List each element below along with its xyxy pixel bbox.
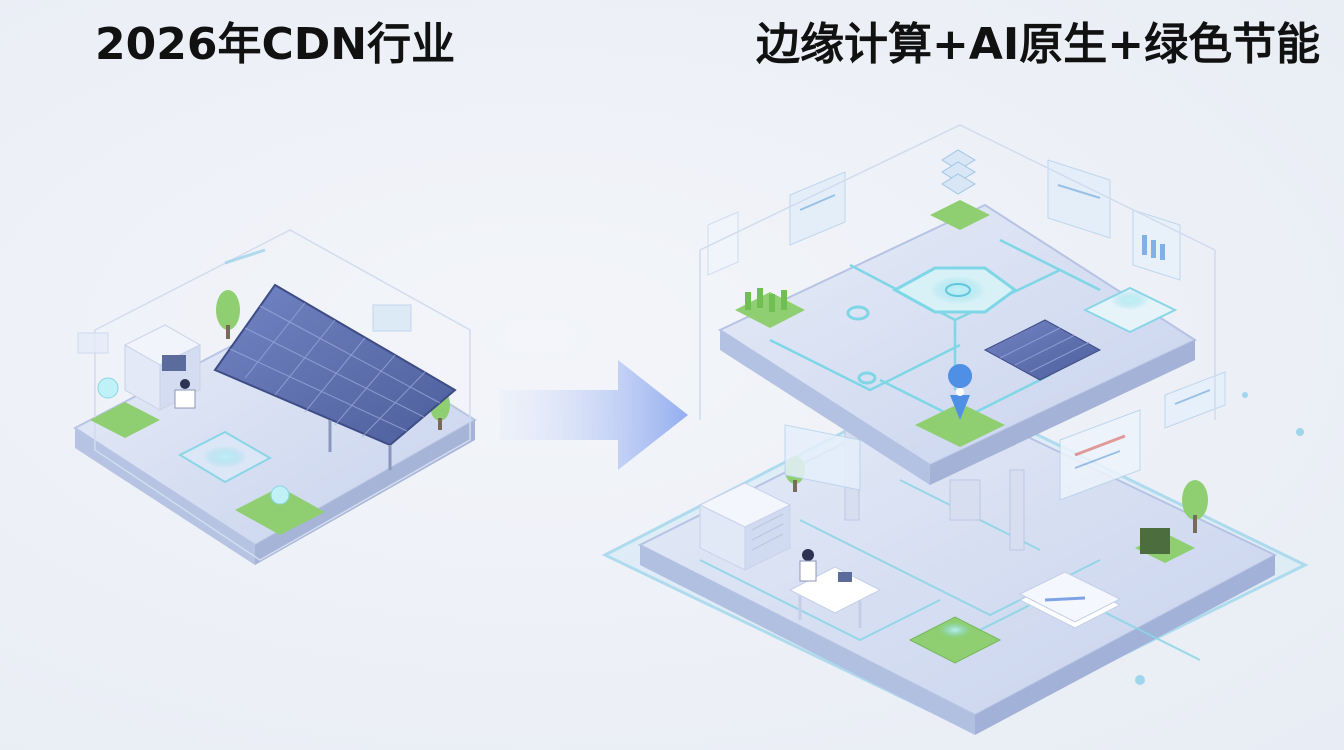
sparkle-dots bbox=[1135, 392, 1304, 685]
left-glow-pad bbox=[177, 430, 273, 484]
solar-panel bbox=[213, 283, 457, 470]
upper-green-grove bbox=[735, 288, 805, 328]
left-server-rack bbox=[123, 324, 202, 411]
upper-glow-disc bbox=[1082, 286, 1178, 334]
central-ai-hub bbox=[891, 266, 1018, 314]
lower-document-stack bbox=[1018, 571, 1122, 629]
left-grass-patches bbox=[90, 377, 325, 535]
left-heading: 2026年CDN行业 bbox=[95, 19, 456, 70]
location-pin-pad bbox=[915, 364, 1005, 447]
upper-solar-tiles bbox=[983, 319, 1102, 381]
upper-nodes bbox=[846, 305, 877, 385]
right-heading: 边缘计算+AI原生+绿色节能 bbox=[756, 19, 1321, 70]
right-glass-frame bbox=[699, 124, 1216, 420]
right-floating-panels bbox=[707, 159, 1226, 501]
left-scene bbox=[73, 229, 477, 565]
lower-server-block bbox=[698, 482, 792, 571]
transition-arrow bbox=[500, 360, 688, 470]
left-worker bbox=[174, 379, 196, 409]
left-floating-panels bbox=[77, 248, 412, 354]
lower-green-server bbox=[1135, 480, 1208, 563]
left-glass-frame bbox=[94, 229, 471, 561]
lower-green-pad bbox=[908, 616, 1002, 664]
right-upper-platform bbox=[717, 203, 1198, 485]
lower-workstation bbox=[788, 549, 882, 628]
right-scene bbox=[601, 124, 1309, 735]
top-stacked-servers bbox=[930, 149, 990, 230]
